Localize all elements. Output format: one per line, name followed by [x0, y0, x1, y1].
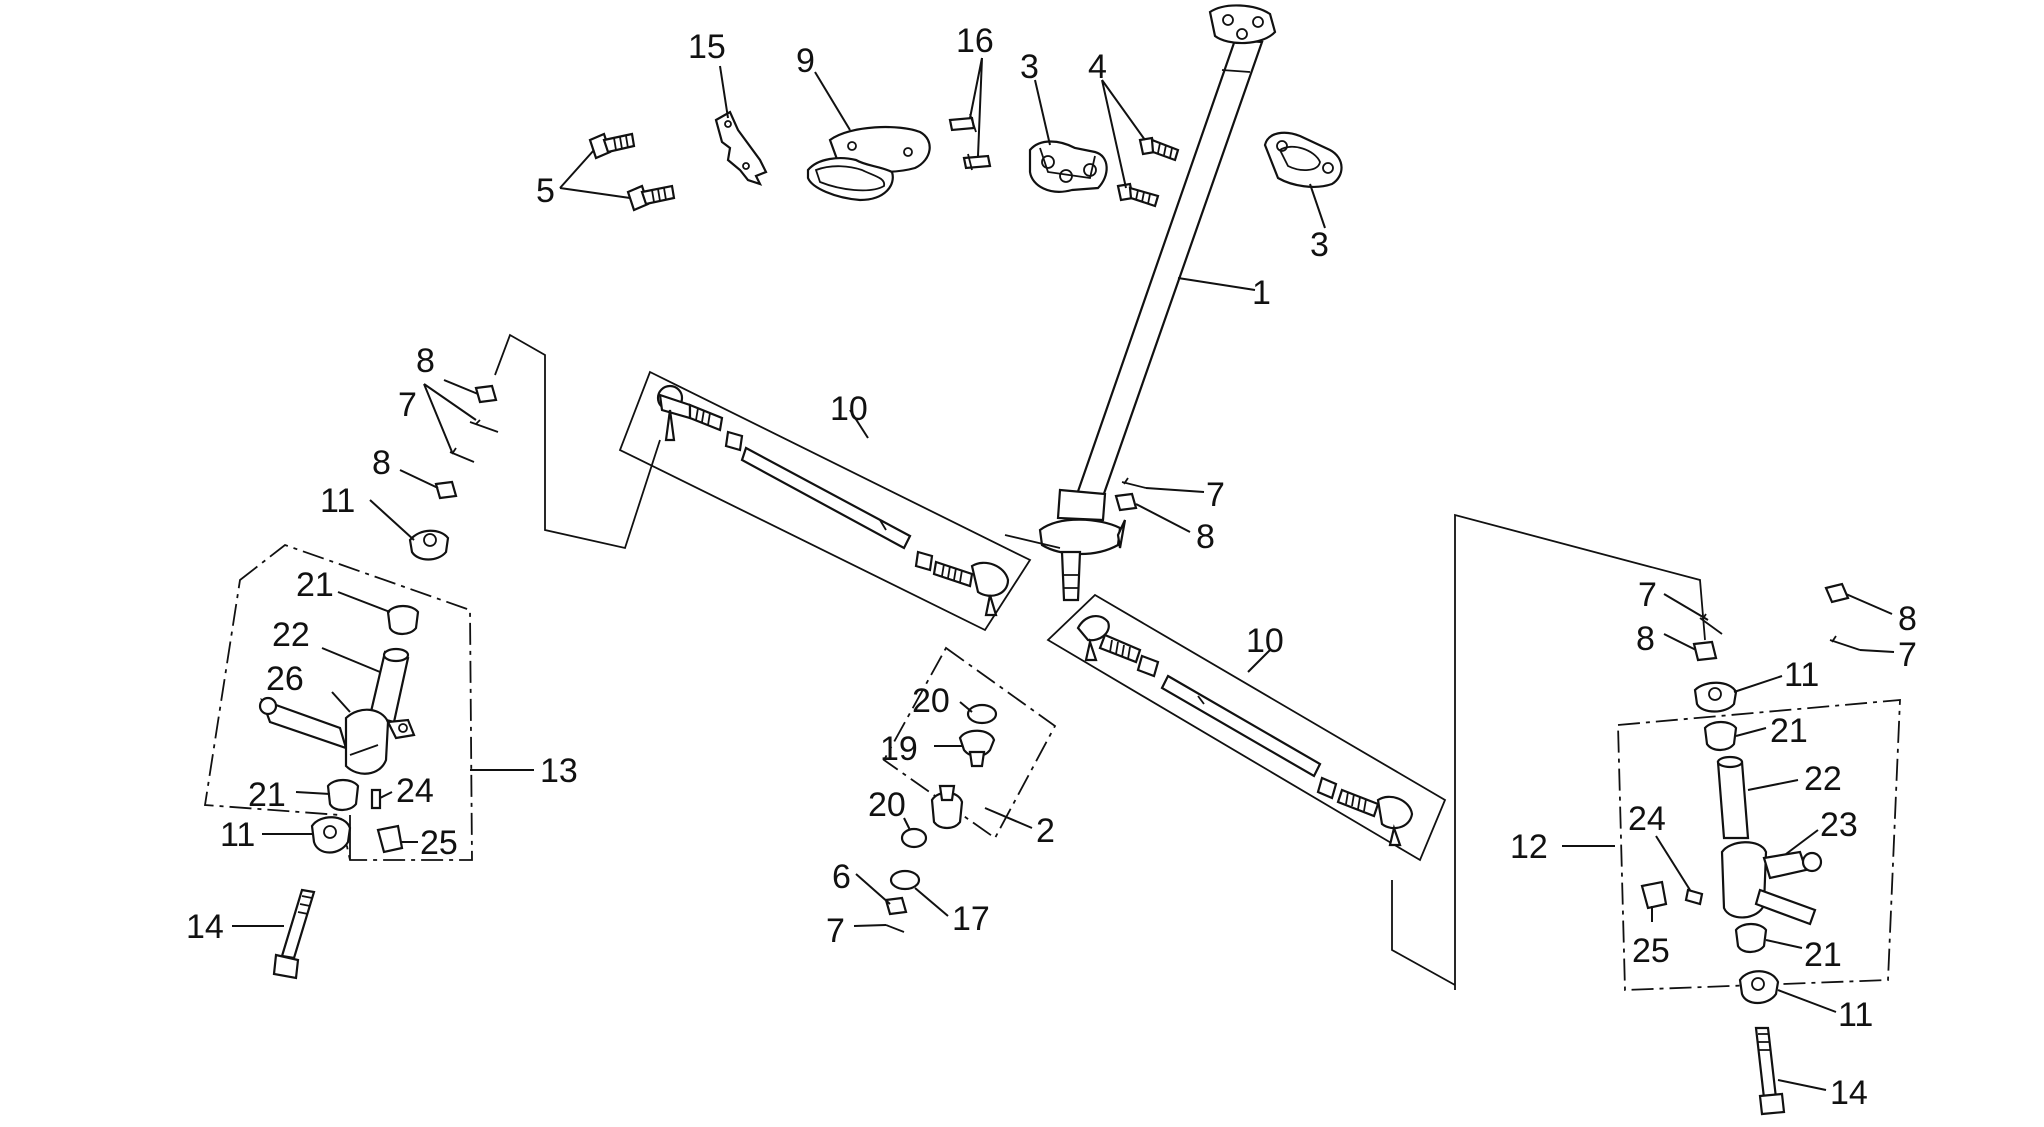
callout-11-left-upper: 11	[320, 482, 355, 520]
callout-7-mid-right: 7	[1206, 476, 1225, 514]
nut-8-right-far	[1824, 582, 1850, 604]
washer-11-right-upper	[1693, 681, 1738, 713]
washer-11-left-upper	[408, 529, 450, 561]
callout-21-right-lower: 21	[1804, 936, 1842, 974]
callout-22-left: 22	[272, 616, 310, 654]
steering-shaft	[1038, 4, 1277, 602]
tie-rod-left	[618, 370, 1032, 632]
pin-lower	[962, 153, 992, 171]
callout-15: 15	[688, 28, 726, 66]
sleeve-22-right	[1716, 755, 1750, 840]
washer-11-left-lower	[310, 816, 352, 854]
callout-19: 19	[880, 730, 918, 768]
callout-22-right: 22	[1804, 760, 1842, 798]
pin-7-right-far	[1829, 635, 1861, 651]
pin-24-left	[370, 788, 382, 810]
callout-21-left-upper: 21	[296, 566, 334, 604]
leader-lines	[232, 57, 1895, 1091]
callout-3-left: 3	[1020, 48, 1039, 86]
knuckle-box-left	[203, 543, 473, 861]
bracket-15	[714, 110, 768, 186]
plug-25-right	[1640, 880, 1668, 910]
bushing-21-right-upper	[1703, 720, 1738, 752]
callout-labels: 1 2 3 3 4 5 6 7 7 7 7 7 8 8 8 8 8 9 10 1…	[186, 22, 1917, 1112]
bushing-21-right-lower	[1734, 922, 1768, 954]
steering-shaft-bracket-lines	[1004, 534, 1061, 549]
nut-8-left-upper	[474, 384, 498, 404]
callout-1: 1	[1252, 274, 1271, 312]
callout-9: 9	[796, 42, 815, 80]
pin-7-left-lower	[449, 447, 475, 463]
callout-13: 13	[540, 752, 578, 790]
knuckle-23-right	[1720, 841, 1823, 926]
callout-5: 5	[536, 172, 555, 210]
callout-25-right: 25	[1632, 932, 1670, 970]
callout-17: 17	[952, 900, 990, 938]
clamp-bolt-lower	[1116, 182, 1160, 208]
callout-20-bottom: 20	[868, 786, 906, 824]
tie-rod-right	[1046, 593, 1447, 862]
nut-6	[884, 896, 908, 916]
callout-21-left-lower: 21	[248, 776, 286, 814]
bolt-14-left	[272, 888, 316, 980]
callout-11-left-lower: 11	[220, 816, 255, 854]
callout-8-right-far: 8	[1898, 600, 1917, 638]
callout-4: 4	[1088, 48, 1107, 86]
callout-2: 2	[1036, 812, 1055, 850]
bushing-21-left-upper	[386, 604, 420, 636]
pin-7-center	[885, 924, 905, 933]
nut-8-right-upper	[1692, 640, 1718, 662]
callout-8-left-upper: 8	[416, 342, 435, 380]
callout-7-right-upper: 7	[1638, 576, 1657, 614]
callout-24-left: 24	[396, 772, 434, 810]
gasket-plate	[806, 125, 931, 202]
callout-7-center: 7	[826, 912, 845, 950]
callout-21-right-upper: 21	[1770, 712, 1808, 750]
callout-25-left: 25	[420, 824, 458, 862]
pin-7-left-upper	[469, 419, 499, 433]
callout-11-right-lower: 11	[1838, 996, 1873, 1034]
callout-20-top: 20	[912, 682, 950, 720]
clamp-half-right	[1263, 131, 1343, 188]
pin-upper	[948, 113, 977, 133]
callout-12: 12	[1510, 828, 1548, 866]
nut-8-right-mid	[1114, 492, 1138, 512]
callout-3-right: 3	[1310, 226, 1329, 264]
callout-26: 26	[266, 660, 304, 698]
clamp-bolt-upper	[1138, 136, 1180, 162]
left-link-lines	[494, 333, 661, 550]
ring-17	[889, 869, 921, 891]
ball-joint-assembly	[882, 646, 1057, 849]
bushing-21-left-lower	[326, 778, 360, 812]
clamp-half-left	[1028, 140, 1108, 193]
callout-8-mid-right: 8	[1196, 518, 1215, 556]
callout-14-right: 14	[1830, 1074, 1868, 1112]
bolt-upper	[588, 132, 636, 160]
pin-24-right	[1684, 888, 1704, 906]
washer-11-right-lower	[1738, 970, 1780, 1005]
callout-7-left: 7	[398, 386, 417, 424]
callout-6: 6	[832, 858, 851, 896]
pin-7-right-mid	[1121, 477, 1147, 489]
bolt-lower	[626, 184, 676, 212]
plug-25-left	[376, 824, 404, 854]
callout-24-right: 24	[1628, 800, 1666, 838]
callout-10-right: 10	[1246, 622, 1284, 660]
callout-8-right-upper: 8	[1636, 620, 1655, 658]
callout-16: 16	[956, 22, 994, 60]
knuckle-26-left	[258, 696, 416, 775]
callout-7-right-far: 7	[1898, 636, 1917, 674]
bolt-14-right	[1754, 1026, 1786, 1116]
callout-11-right-upper: 11	[1784, 656, 1819, 694]
nut-8-left-lower	[434, 480, 458, 500]
callout-8-left-lower: 8	[372, 444, 391, 482]
right-link-lines	[1391, 513, 1706, 990]
callout-10-left: 10	[830, 390, 868, 428]
callout-23: 23	[1820, 806, 1858, 844]
knuckle-box-right	[1617, 699, 1901, 991]
callout-14-left: 14	[186, 908, 224, 946]
